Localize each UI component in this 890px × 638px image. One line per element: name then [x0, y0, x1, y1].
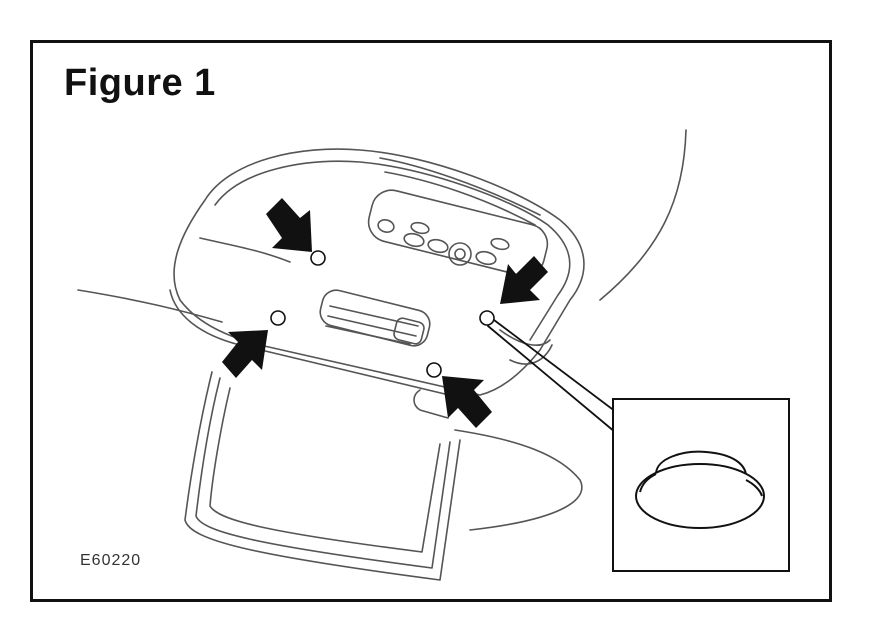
clip-base — [635, 463, 765, 529]
clip-head — [655, 450, 748, 481]
arrow-icon — [500, 256, 548, 304]
control-dial — [448, 242, 472, 266]
detail-inset — [612, 398, 790, 572]
arrow-icon — [442, 376, 492, 428]
figure-title: Figure 1 — [64, 62, 216, 104]
hinge — [413, 389, 449, 419]
headliner-lower-line — [454, 429, 583, 531]
headliner-line-left — [77, 289, 223, 323]
screen-frame-outer — [184, 371, 461, 581]
screen-frame-mid — [195, 377, 451, 569]
console-rim — [169, 289, 471, 401]
control-button — [490, 237, 510, 251]
clip-icon — [310, 250, 326, 266]
clip-icon — [270, 310, 286, 326]
latch-button — [393, 317, 425, 345]
control-panel — [367, 189, 549, 277]
screen-frame-inner — [209, 387, 441, 553]
console-housing-inner — [214, 160, 571, 341]
control-button — [377, 219, 395, 233]
console-housing — [173, 148, 585, 396]
clip-icon — [426, 362, 442, 378]
control-button — [475, 250, 497, 266]
arrow-icon — [222, 330, 268, 378]
callout-line — [487, 325, 616, 433]
control-button — [427, 238, 449, 254]
control-button — [403, 232, 425, 248]
clip-icon — [479, 310, 495, 326]
arrow-icon — [266, 198, 312, 252]
clip-detail — [635, 450, 765, 529]
control-dial-center — [454, 248, 466, 260]
figure-reference: E60220 — [80, 552, 142, 569]
headliner-line-right — [599, 129, 687, 301]
console-top-ridge — [379, 157, 541, 226]
control-button — [410, 221, 430, 235]
